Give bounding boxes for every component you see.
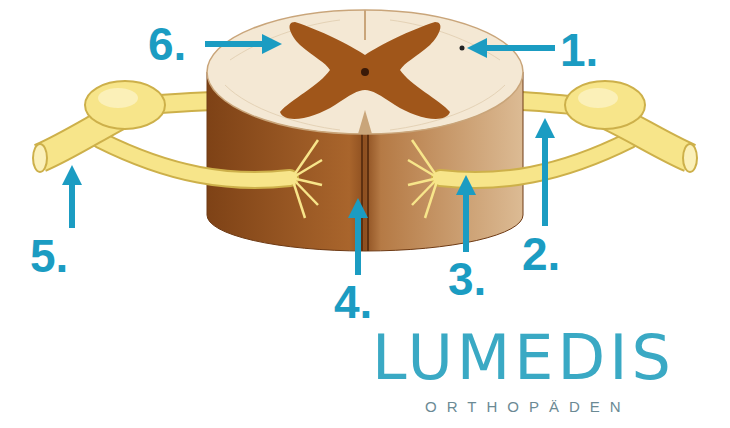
pointer-arrows <box>62 34 555 275</box>
grey-matter <box>280 22 450 119</box>
callout-number: 2. <box>522 228 560 281</box>
brand-logo: LUMEDIS <box>372 322 675 393</box>
brand-subtitle: ORTHOPÄDEN <box>425 398 631 415</box>
posterior-groove <box>364 10 366 40</box>
spinal-nerves <box>33 81 697 172</box>
callout-number: 6. <box>148 18 186 71</box>
ventral-roots <box>100 140 630 218</box>
callout-number: 5. <box>30 230 68 283</box>
anterior-fissure <box>362 134 368 251</box>
callout-number: 1. <box>560 24 598 77</box>
cord-top <box>207 10 523 134</box>
callout-number: 4. <box>334 276 372 329</box>
point-marker <box>460 46 465 51</box>
anterior-notch <box>358 110 372 134</box>
callout-number: 3. <box>448 253 486 306</box>
central-canal <box>361 68 369 76</box>
